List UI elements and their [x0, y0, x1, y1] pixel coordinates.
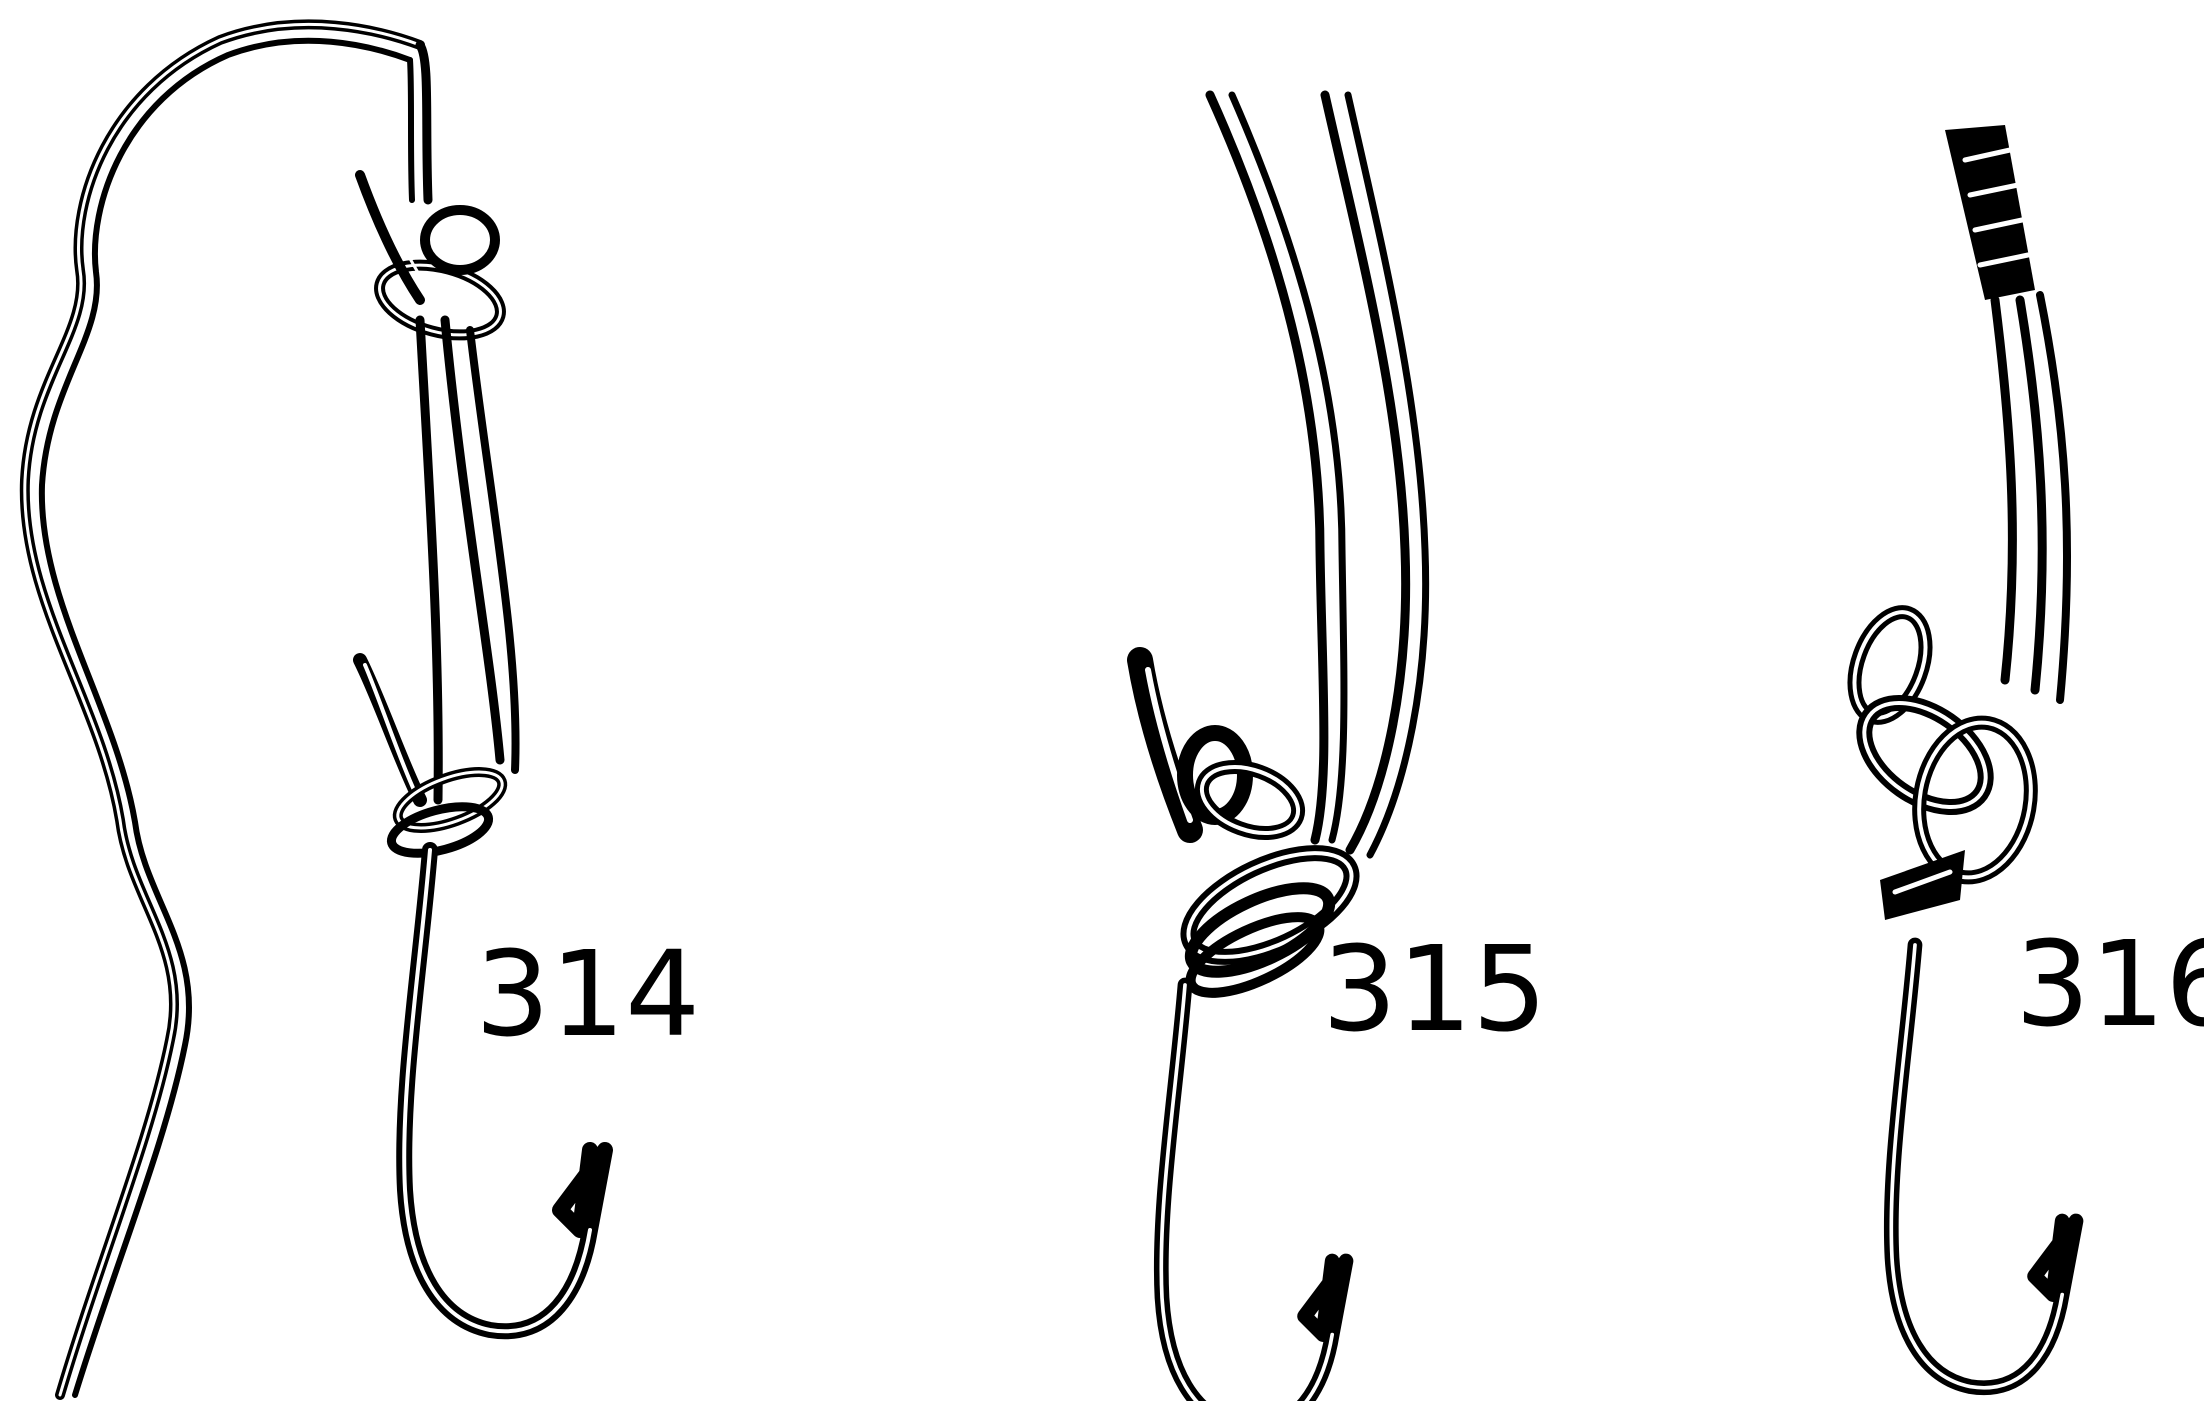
- figure-316: 316: [1841, 125, 2204, 1388]
- figure-label-315: 315: [1322, 920, 1547, 1058]
- figure-label-316: 316: [2015, 915, 2204, 1053]
- figure-315: 315: [1140, 95, 1547, 1401]
- figure-314: 314: [25, 24, 700, 1395]
- hook-with-wrapped-snell-icon: [1140, 95, 1426, 1401]
- hook-with-loop-and-knots-icon: [25, 24, 605, 1395]
- figure-label-314: 314: [475, 925, 700, 1063]
- hook-with-eye-knot-icon: [1841, 125, 2076, 1388]
